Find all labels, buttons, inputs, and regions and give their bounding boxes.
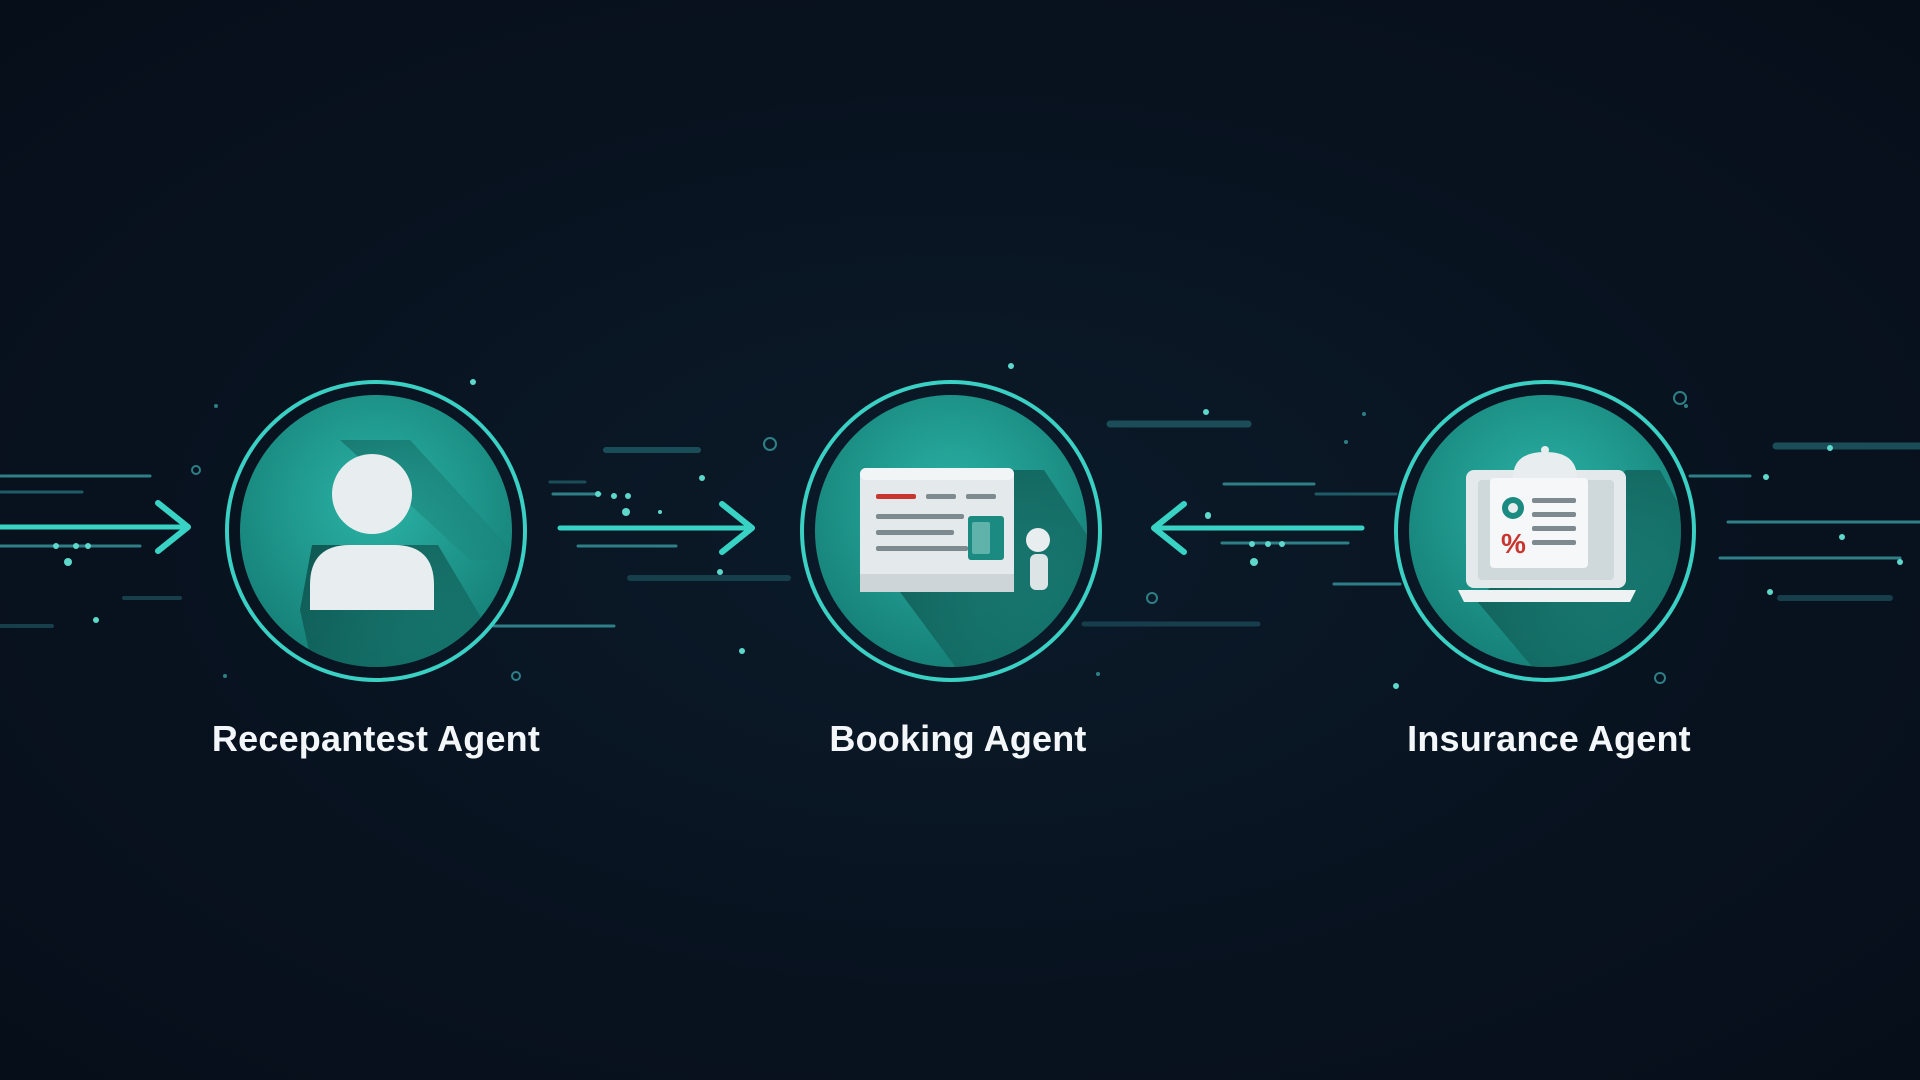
arrow-insurance-to-booking bbox=[1151, 501, 1365, 566]
arrow-into-recepantest bbox=[0, 500, 191, 566]
agent-node-booking[interactable] bbox=[800, 380, 1130, 700]
agent-label-insurance: Insurance Agent bbox=[1407, 718, 1691, 759]
background-dots bbox=[93, 363, 1903, 689]
background-streaks bbox=[0, 420, 1920, 628]
agent-node-recepantest[interactable] bbox=[225, 380, 530, 700]
node-ring bbox=[225, 380, 527, 682]
arrow-recepantest-to-booking bbox=[557, 491, 755, 555]
node-ring bbox=[1394, 380, 1696, 682]
agent-label-booking: Booking Agent bbox=[829, 718, 1087, 759]
insurance-laptop-icon: % bbox=[1458, 446, 1636, 602]
person-icon bbox=[310, 454, 434, 610]
node-ring bbox=[800, 380, 1102, 682]
agent-node-insurance[interactable]: % bbox=[1394, 380, 1720, 700]
booking-browser-icon bbox=[860, 468, 1050, 592]
svg-text:%: % bbox=[1501, 528, 1526, 559]
agent-label-recepantest: Recepantest Agent bbox=[211, 718, 541, 759]
